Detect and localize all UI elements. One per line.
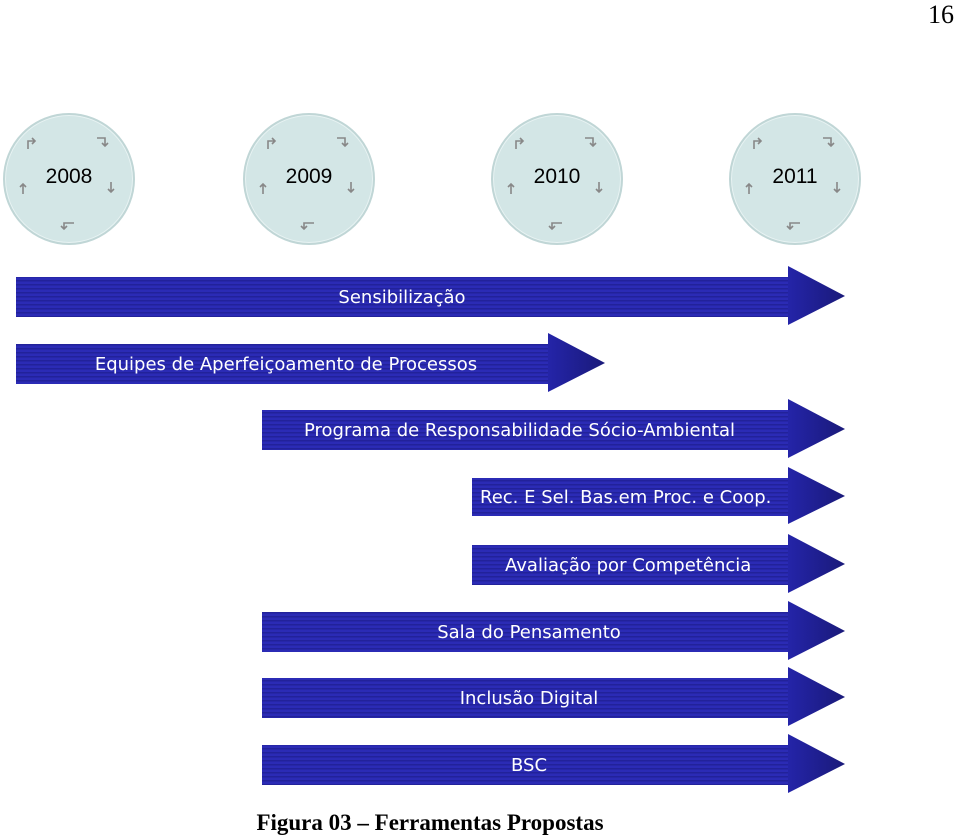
bar-label: Rec. E Sel. Bas.em Proc. e Coop. bbox=[480, 487, 772, 508]
bar-label-row: Rec. E Sel. Bas.em Proc. e Coop. bbox=[472, 467, 788, 527]
figure-caption: Figura 03 – Ferramentas Propostas bbox=[256, 810, 604, 835]
year-label: 2010 bbox=[533, 165, 581, 188]
cycle-arrow-icon bbox=[507, 182, 515, 194]
bar-label: Programa de Responsabilidade Sócio-Ambie… bbox=[304, 420, 736, 441]
year-circle-2011: 2011 bbox=[729, 113, 861, 245]
cycle-arrow-icon bbox=[515, 137, 525, 149]
bar-label: Equipes de Aperfeiçoamento de Processos bbox=[94, 354, 478, 375]
cycle-arrow-icon bbox=[107, 182, 115, 194]
bar-avaliacao bbox=[472, 534, 845, 593]
year-circle-2010: 2010 bbox=[491, 113, 623, 245]
cycle-arrow-icon bbox=[823, 137, 835, 148]
cycle-arrow-icon bbox=[300, 222, 314, 231]
cycle-arrow-icon bbox=[585, 137, 597, 148]
cycle-arrow-icon bbox=[259, 182, 267, 194]
bar-rec-sel bbox=[472, 467, 845, 524]
cycle-arrow-icon bbox=[786, 222, 800, 231]
cycle-arrow-icon bbox=[753, 137, 763, 149]
cycle-arrow-icon bbox=[19, 182, 27, 194]
cycle-arrow-icon bbox=[60, 222, 74, 231]
bar-label-row: Avaliação por Competência bbox=[472, 535, 788, 595]
bar-label: Inclusão Digital bbox=[459, 688, 599, 709]
cycle-arrow-icon bbox=[548, 222, 562, 231]
bar-label: BSC bbox=[510, 755, 548, 776]
bar-bsc bbox=[262, 734, 845, 793]
bar-label-row: Inclusão Digital bbox=[262, 668, 788, 728]
bar-label: Avaliação por Competência bbox=[505, 555, 752, 576]
year-circle-2008: 2008 bbox=[3, 113, 135, 245]
bar-equipes bbox=[16, 333, 605, 392]
year-circle-2009: 2009 bbox=[243, 113, 375, 245]
cycle-arrow-icon bbox=[97, 137, 109, 148]
cycle-arrow-icon bbox=[595, 182, 603, 194]
bar-sensibilizacao bbox=[16, 266, 845, 325]
cycle-arrow-icon bbox=[833, 182, 841, 194]
bar-label-row: Sala do Pensamento bbox=[262, 602, 788, 662]
cycle-arrow-icon bbox=[267, 137, 277, 149]
year-label: 2011 bbox=[772, 165, 818, 188]
bar-label-row: Programa de Responsabilidade Sócio-Ambie… bbox=[262, 400, 788, 460]
bar-label: Sensibilização bbox=[338, 287, 466, 308]
page-number: 16 bbox=[928, 0, 954, 29]
bar-label-row: BSC bbox=[262, 735, 788, 795]
year-label: 2008 bbox=[45, 165, 93, 188]
bar-label-row: Sensibilização bbox=[16, 267, 788, 327]
cycle-arrow-icon bbox=[745, 182, 753, 194]
cycle-arrow-icon bbox=[337, 137, 349, 148]
cycle-arrow-icon bbox=[347, 182, 355, 194]
bar-programa bbox=[262, 399, 845, 458]
year-label: 2009 bbox=[285, 165, 333, 188]
bar-label-row: Equipes de Aperfeiçoamento de Processos bbox=[16, 334, 548, 394]
bar-label: Sala do Pensamento bbox=[437, 622, 621, 643]
bar-sala bbox=[262, 601, 845, 660]
cycle-arrow-icon bbox=[27, 137, 37, 149]
bar-inclusao bbox=[262, 667, 845, 726]
